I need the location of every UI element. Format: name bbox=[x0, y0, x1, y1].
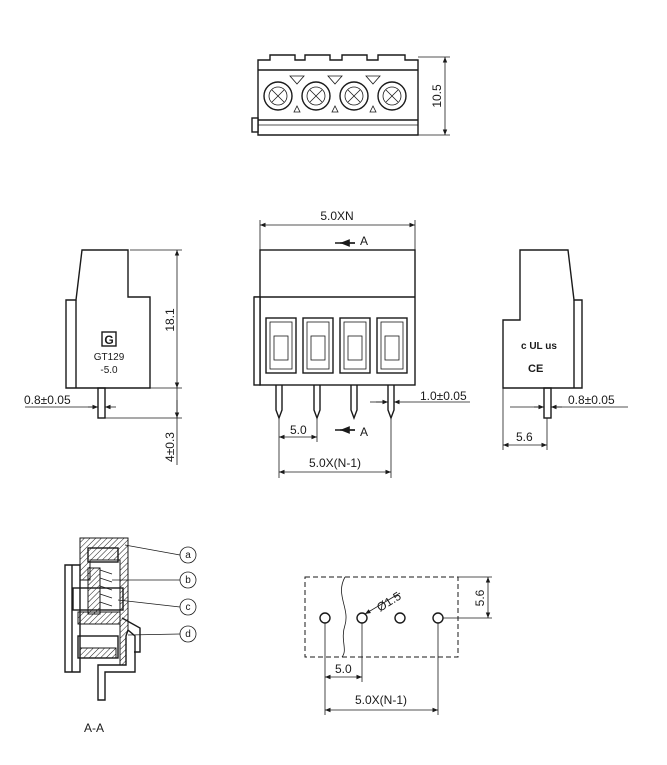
section-title: A-A bbox=[84, 721, 104, 735]
section-a-bottom: A bbox=[360, 425, 368, 439]
screw-2 bbox=[301, 81, 331, 111]
front-pitch-dim: 5.0 bbox=[290, 423, 307, 437]
front-pin-dim: 1.0±0.05 bbox=[420, 389, 467, 403]
screw-4 bbox=[377, 81, 407, 111]
pcb-hole-4 bbox=[432, 612, 444, 624]
top-view-screws bbox=[263, 75, 407, 113]
section-pin bbox=[97, 628, 136, 701]
right-offset-dim: 5.6 bbox=[516, 430, 533, 444]
callout-c-circle bbox=[179, 598, 197, 616]
screw-1 bbox=[263, 81, 293, 111]
top-view-height-dim: 10.5 bbox=[430, 84, 444, 108]
callout-a-circle bbox=[179, 546, 197, 564]
callout-b-circle bbox=[179, 571, 197, 589]
right-view: c UL us CE 0.8±0.05 5.6 bbox=[502, 249, 628, 450]
callout-b: b bbox=[185, 575, 191, 586]
ce-mark: CE bbox=[528, 363, 543, 375]
logo-letter: G bbox=[104, 333, 113, 347]
front-span-dim: 5.0X(N-1) bbox=[309, 456, 361, 470]
left-view: G GT129 -5.0 18.1 4±0.3 0.8±0.05 bbox=[24, 249, 182, 465]
callout-a: a bbox=[185, 550, 191, 561]
model-line1: GT129 bbox=[94, 352, 125, 363]
top-view-body bbox=[257, 54, 419, 136]
top-view: 10.5 bbox=[251, 54, 450, 136]
pcb-layout: Ø1.5 5.6 5.0 5.0X(N-1) bbox=[304, 576, 492, 715]
callout-c: c bbox=[186, 602, 191, 613]
section-clamp-top bbox=[87, 547, 119, 563]
section-view: a b c d A-A bbox=[64, 537, 197, 735]
screw-3 bbox=[339, 81, 369, 111]
front-view: 5.0XN A 1.0±0.05 5.0 bbox=[253, 209, 470, 478]
pcb-hole-3 bbox=[394, 612, 406, 624]
left-pin-w-dim: 0.8±0.05 bbox=[24, 393, 71, 407]
front-width-dim: 5.0XN bbox=[320, 209, 353, 223]
model-line2: -5.0 bbox=[100, 365, 118, 376]
logo-box bbox=[101, 331, 117, 347]
section-a-top: A bbox=[360, 234, 368, 248]
right-view-pin bbox=[543, 387, 552, 419]
pcb-hole-1 bbox=[319, 612, 331, 624]
pcb-pitch-dim: 5.0 bbox=[335, 662, 352, 676]
callout-d: d bbox=[185, 629, 191, 640]
pcb-outline bbox=[304, 576, 459, 658]
right-pin-w-dim: 0.8±0.05 bbox=[568, 393, 615, 407]
callout-d-circle bbox=[179, 625, 197, 643]
front-view-openings bbox=[265, 317, 408, 374]
section-screw bbox=[87, 567, 101, 615]
top-view-latch bbox=[251, 117, 259, 133]
pcb-height-dim: 5.6 bbox=[473, 589, 487, 606]
left-view-logo: G bbox=[101, 331, 117, 347]
pcb-span-dim: 5.0X(N-1) bbox=[355, 693, 407, 707]
left-height-dim: 18.1 bbox=[163, 308, 177, 332]
left-pin-len-dim: 4±0.3 bbox=[163, 432, 177, 462]
ul-mark: c UL us bbox=[521, 341, 557, 352]
left-view-pin bbox=[97, 387, 106, 419]
section-callouts: a b c d bbox=[112, 544, 197, 643]
pcb-hole-2 bbox=[356, 612, 368, 624]
pcb-hole-dim: Ø1.5 bbox=[374, 589, 404, 615]
front-view-pins bbox=[275, 385, 395, 420]
right-view-body bbox=[502, 249, 583, 389]
section-housing bbox=[79, 537, 129, 669]
section-clamp bbox=[72, 587, 124, 611]
